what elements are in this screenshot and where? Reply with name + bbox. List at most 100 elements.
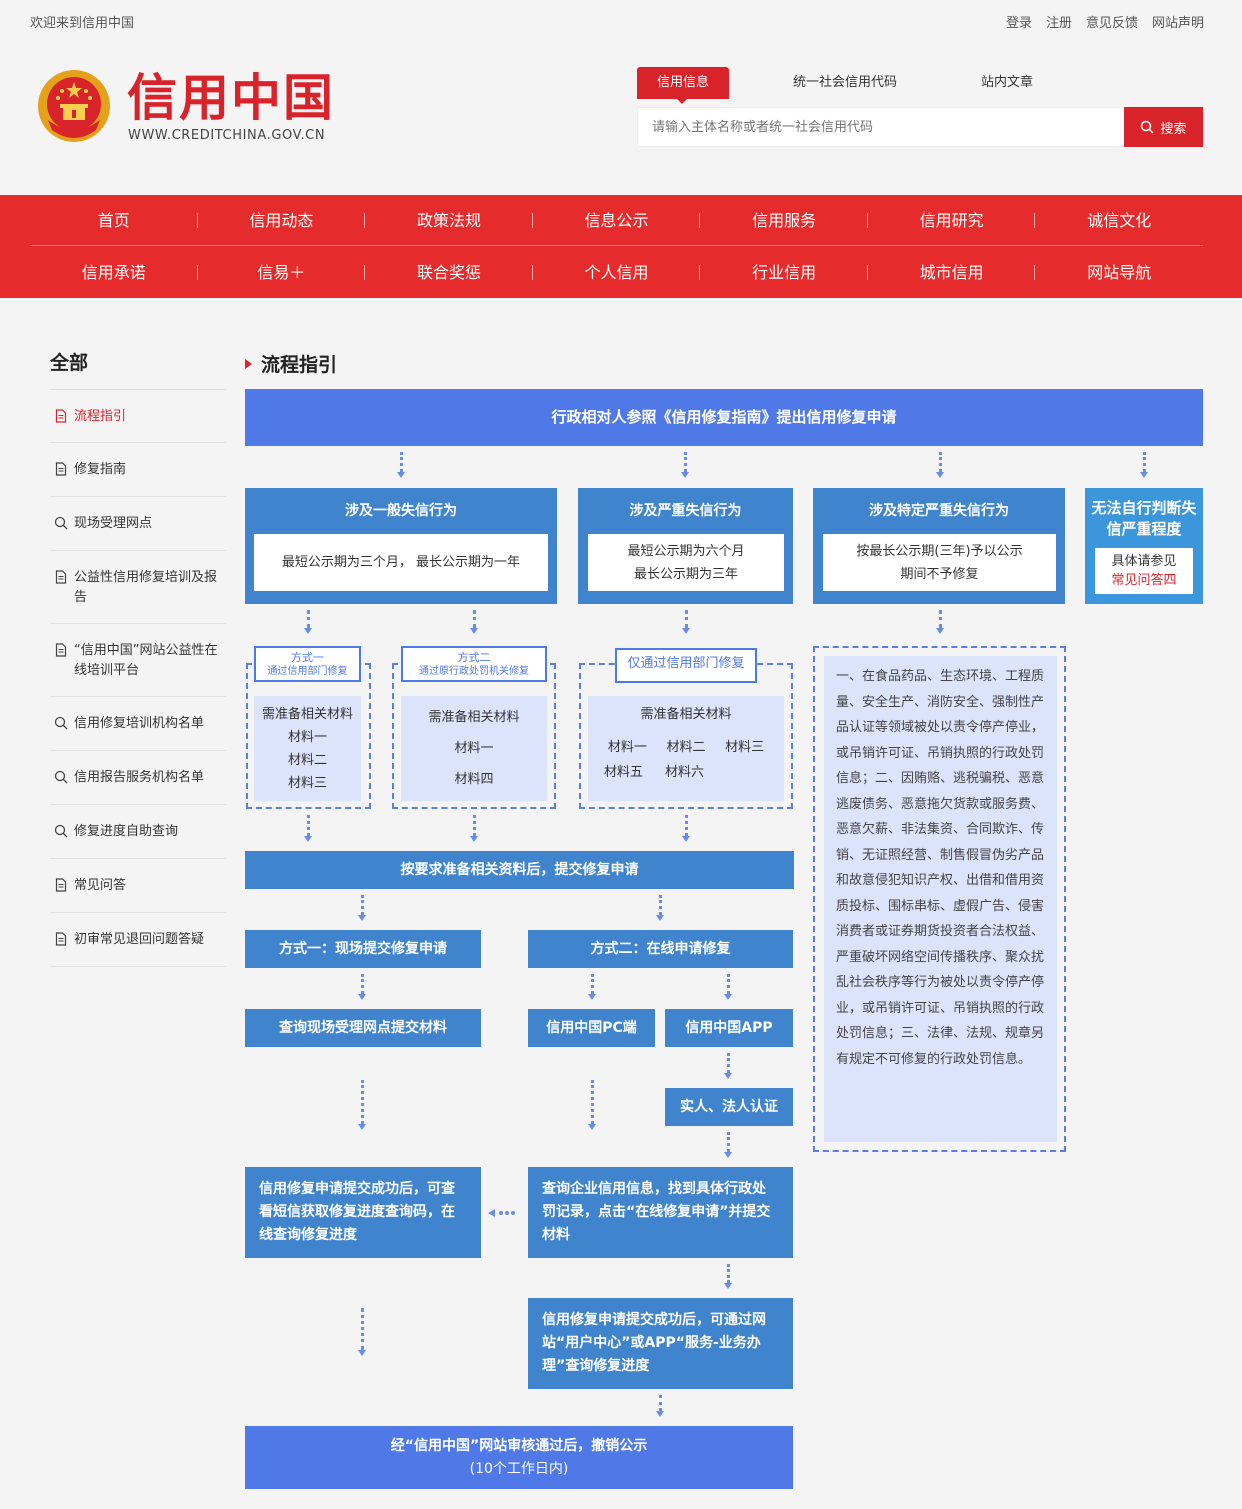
method-2-label-2: 通过原行政处罚机关修复 [419,666,529,677]
nav-item[interactable]: 信易＋ [198,247,366,298]
section-title-text: 流程指引 [261,354,338,376]
category-general-body: 最短公示期为三个月， 最长公示期为一年 [254,534,548,591]
sidebar-item[interactable]: 信用报告服务机构名单 [50,751,226,805]
materials-heading: 需准备相关材料 [261,706,353,722]
left-arrow-icon [488,1209,515,1217]
query-site-box: 查询现场受理网点提交材料 [245,1009,481,1047]
document-icon [55,932,67,946]
faq-4-link[interactable]: 常见问答四 [1111,573,1177,588]
sidebar-item[interactable]: 现场受理网点 [50,497,226,551]
document-icon [55,570,67,584]
sidebar-item[interactable]: 流程指引 [50,390,226,443]
material-item: 材料四 [454,772,494,787]
method-3-materials: 需准备相关材料 材料一材料二材料三 材料五材料六 [588,696,784,801]
search-input[interactable] [638,108,1125,146]
document-icon [55,878,67,892]
nav-item[interactable]: 个人信用 [533,247,701,298]
category-special-text-2: 期间不予修复 [900,566,979,582]
sidebar-item[interactable]: 修复进度自助查询 [50,805,226,859]
unrepairable-frame [813,646,1066,1152]
sidebar-item[interactable]: 修复指南 [50,443,226,497]
feedback-link[interactable]: 意见反馈 [1085,16,1138,31]
sidebar-item-label: 常见问答 [74,878,127,893]
connector-line [685,610,688,628]
document-icon [55,409,67,423]
tab-articles[interactable]: 站内文章 [980,75,1033,90]
nav-item[interactable]: 网站导航 [1087,263,1152,282]
welcome-text: 欢迎来到信用中国 [30,16,135,31]
site-header: 信用中国 WWW.CREDITCHINA.GOV.CN 信用信息 统一社会信用代… [0,40,1242,195]
connector-line [591,1080,594,1124]
tab-credit-code[interactable]: 统一社会信用代码 [792,75,897,90]
connector-line [684,452,687,472]
nav-item[interactable]: 首页 [30,195,198,245]
nav-item[interactable]: 政策法规 [365,195,533,245]
nav-item[interactable]: 联合奖惩 [365,247,533,298]
connector-line [591,974,594,994]
site-url: WWW.CREDITCHINA.GOV.CN [128,128,326,143]
statement-link[interactable]: 网站声明 [1151,16,1204,31]
connector-line [307,610,310,628]
category-severe-title: 涉及严重失信行为 [629,503,742,519]
search-icon [1141,120,1155,134]
final-step-text: 经“信用中国”网站审核通过后，撤销公示 [390,1437,648,1454]
arrow-down-icon [681,472,689,478]
site-title[interactable]: 信用中国 [127,69,335,127]
nav-item[interactable]: 信用动态 [198,195,366,245]
connector-line [400,452,403,472]
connector-line [473,610,476,628]
nav-item[interactable]: 行业信用 [700,247,868,298]
arrow-down-icon [397,472,405,478]
arrow-down-icon [358,1350,366,1356]
nav-item[interactable]: 诚信文化 [1087,211,1152,230]
sidebar-item-label: 初审常见退回问题答疑 [74,932,205,947]
sidebar-item[interactable]: 信用修复培训机构名单 [50,697,226,751]
sidebar-item-label: 流程指引 [74,409,127,424]
register-link[interactable]: 注册 [1045,16,1072,31]
material-item: 材料五 [604,765,644,780]
materials-heading: 需准备相关材料 [640,707,732,722]
category-severe-text-1: 最短公示期为六个月 [627,543,745,559]
nav-item[interactable]: 城市信用 [868,247,1036,298]
nav-item[interactable]: 信用服务 [700,195,868,245]
nav-row-1: 首页信用动态政策法规信息公示信用服务信用研究 诚信文化 [30,195,1203,246]
arrow-down-icon [724,1073,732,1079]
search-box: 搜索 [637,107,1203,147]
connector-line [659,1395,662,1411]
triangle-icon [245,358,252,369]
online-query-box: 查询企业信用信息，找到具体行政处罚记录，点击“在线修复申请”并提交材料 [528,1167,793,1258]
arrow-down-icon [724,1283,732,1289]
arrow-down-icon [724,1152,732,1158]
arrow-down-icon [358,1124,366,1130]
nav-item[interactable]: 信用研究 [868,195,1036,245]
search-button[interactable]: 搜索 [1124,107,1203,147]
search-tabs: 信用信息 统一社会信用代码 站内文章 [637,67,1203,104]
flow-start-box: 行政相对人参照《信用修复指南》提出信用修复申请 [245,389,1203,446]
connector-line [361,974,364,994]
arrow-down-icon [470,836,478,842]
nav-item[interactable]: 信息公示 [533,195,701,245]
sidebar: 全部 流程指引修复指南现场受理网点公益性信用修复培训及报告“信用中国”网站公益性… [50,340,226,967]
sidebar-item[interactable]: 初审常见退回问题答疑 [50,913,226,967]
nav-item[interactable]: 信用承诺 [30,247,198,298]
sidebar-item-label: 修复进度自助查询 [74,824,179,839]
arrow-down-icon [656,1411,664,1417]
login-link[interactable]: 登录 [1005,16,1032,31]
method-3-label: 仅通过信用部门修复 [615,648,757,683]
method-2-label: 方式二通过原行政处罚机关修复 [401,646,547,682]
connector-line [939,610,942,628]
method-1-label-2: 通过信用部门修复 [267,666,348,677]
connector-line [361,1080,364,1124]
tab-credit-info[interactable]: 信用信息 [637,67,729,104]
identity-auth-box: 实人、法人认证 [665,1088,793,1126]
category-general-title: 涉及一般失信行为 [345,503,457,519]
connector-line [307,815,310,836]
search-icon [54,770,68,784]
search-icon [54,716,68,730]
final-step-box: 经“信用中国”网站审核通过后，撤销公示 (10个工作日内) [245,1426,793,1489]
arrow-down-icon [588,994,596,1000]
sidebar-item[interactable]: 公益性信用修复培训及报告 [50,551,226,624]
sidebar-item[interactable]: “信用中国”网站公益性在线培训平台 [50,624,226,697]
top-links: 登录 注册 意见反馈 网站声明 [1006,12,1204,31]
sidebar-item[interactable]: 常见问答 [50,859,226,913]
